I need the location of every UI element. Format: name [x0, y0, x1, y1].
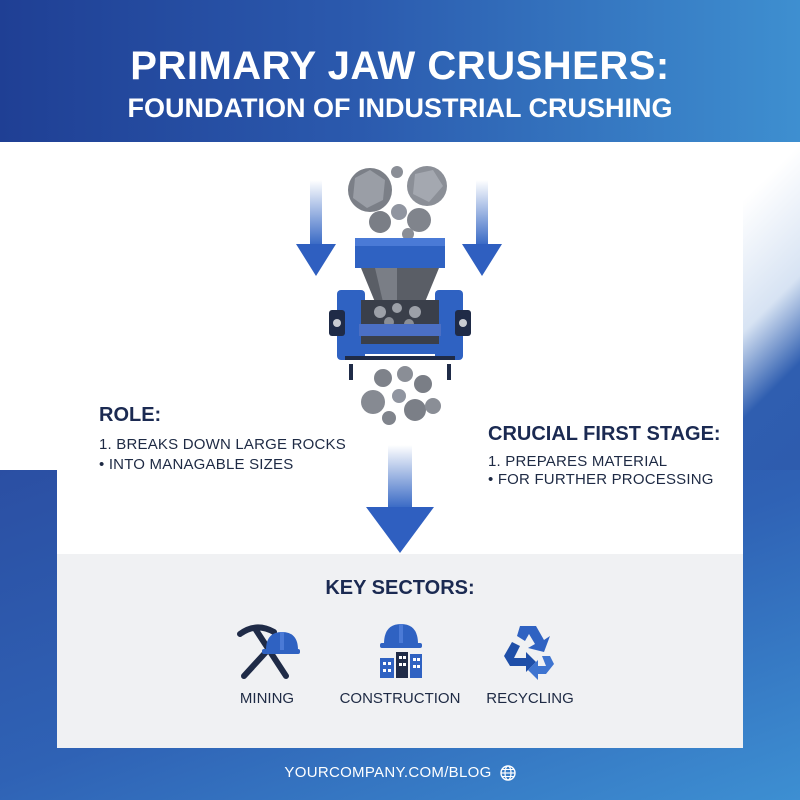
- sectors-heading: KEY SECTORS:: [325, 577, 475, 599]
- left-down-arrow-icon: [296, 180, 336, 276]
- output-rocks-icon: [361, 366, 441, 425]
- first-stage-line-2: • FOR FURTHER PROCESSING: [488, 471, 714, 488]
- role-heading: ROLE:: [99, 404, 162, 426]
- sector-label-recycling: RECYCLING: [486, 690, 574, 707]
- page-title: PRIMARY JAW CRUSHERS:: [130, 44, 670, 88]
- recycle-icon: [504, 626, 554, 680]
- pickaxe-hardhat-icon: [237, 624, 300, 679]
- globe-icon: [499, 764, 516, 781]
- footer-url-link[interactable]: YOURCOMPANY.COM/BLOG: [284, 764, 492, 781]
- sector-label-mining: MINING: [239, 690, 295, 707]
- role-line-2: • INTO MANAGABLE SIZES: [99, 456, 294, 473]
- sector-label-construction: CONSTRUCTION: [339, 690, 461, 707]
- first-stage-line-1: 1. PREPARES MATERIAL: [488, 453, 668, 470]
- header-band: [0, 0, 800, 142]
- jaw-crusher-illustration: [329, 166, 471, 425]
- center-down-arrow-icon: [366, 445, 434, 553]
- hardhat-building-icon: [380, 624, 422, 678]
- footer: YOURCOMPANY.COM/BLOG: [0, 764, 800, 781]
- sectors-panel: [57, 554, 743, 748]
- input-rocks-icon: [348, 166, 447, 240]
- right-down-arrow-icon: [462, 180, 502, 276]
- first-stage-heading: CRUCIAL FIRST STAGE:: [488, 423, 721, 445]
- page-subtitle: FOUNDATION OF INDUSTRIAL CRUSHING: [127, 93, 673, 123]
- role-line-1: 1. BREAKS DOWN LARGE ROCKS: [99, 436, 346, 453]
